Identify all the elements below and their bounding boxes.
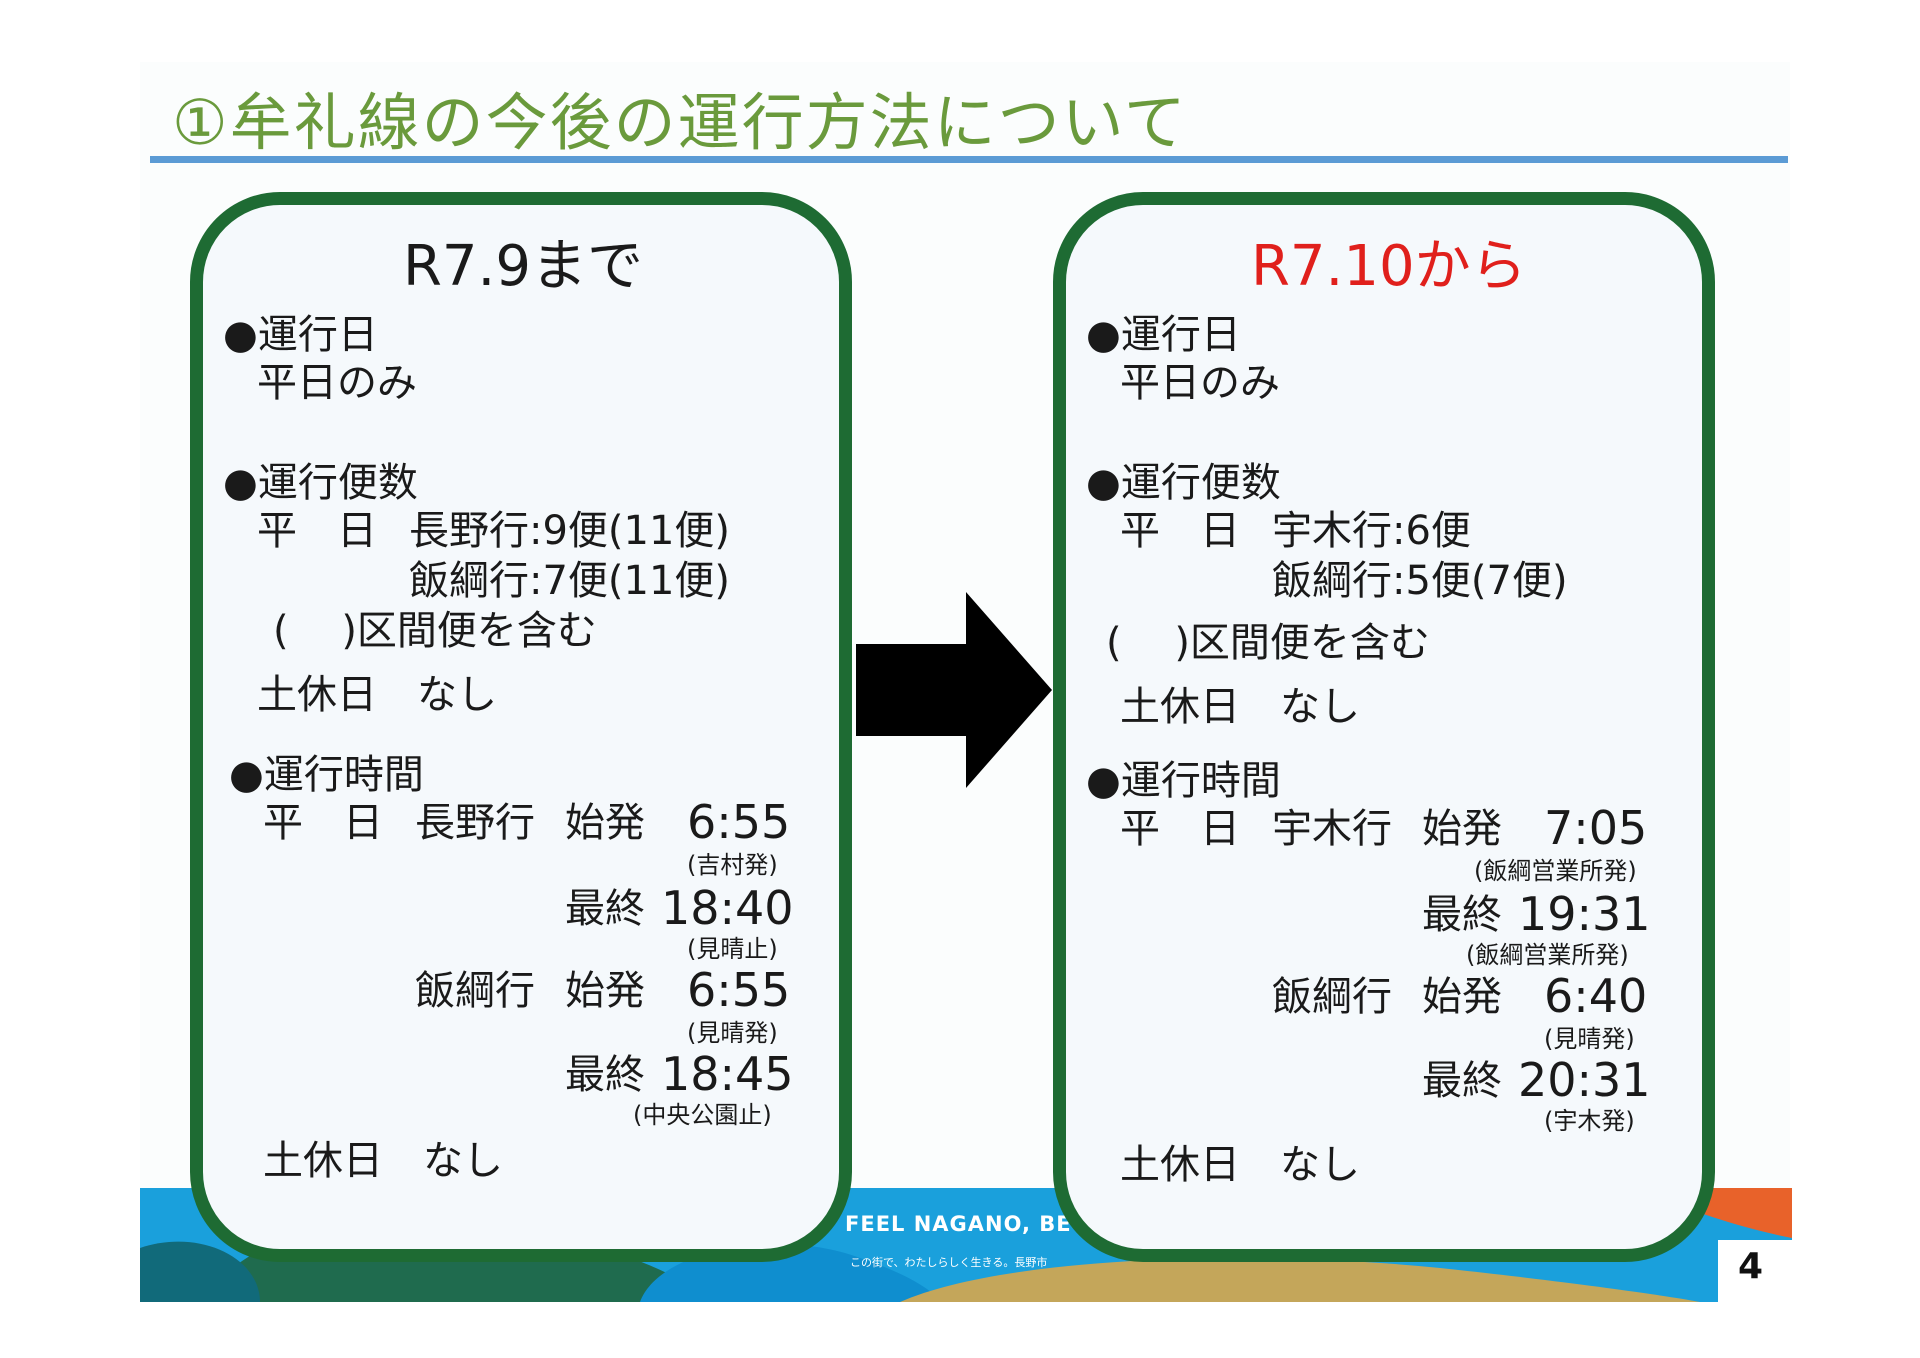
days-label: ●運行日 [223, 312, 378, 358]
dest2-first-label: 始発 [565, 968, 645, 1014]
dest1-last-time: 19:31 [1518, 887, 1651, 941]
time-label: ●運行時間 [229, 752, 424, 798]
dest2-last-time: 18:45 [661, 1047, 794, 1101]
panel-after: R7.10から ●運行日 平日のみ ●運行便数 平 日 宇木行:6便 飯綱行:5… [1053, 192, 1715, 1262]
dest1-last-label: 最終 [565, 886, 645, 932]
time-weekday: 平 日 [263, 800, 383, 846]
days-value: 平日のみ [1120, 360, 1280, 406]
dest1-first-time: 7:05 [1544, 801, 1648, 855]
time-weekend: 土休日 なし [1120, 1142, 1360, 1188]
dest1-first-time: 6:55 [687, 795, 791, 849]
time-weekday: 平 日 [1120, 806, 1240, 852]
days-value: 平日のみ [257, 360, 417, 406]
dest2-name: 飯綱行 [415, 968, 535, 1014]
right-arrow-icon [856, 592, 1052, 788]
page-number-box [1718, 1240, 1794, 1302]
dest1-first-note: (吉村発) [687, 851, 778, 879]
count-weekday: 平 日 [257, 508, 377, 554]
dest1-name: 宇木行 [1272, 806, 1392, 852]
panel-heading: R7.10から [1251, 234, 1527, 299]
dest1-first-label: 始発 [1422, 806, 1502, 852]
dest2-first-note: (見晴発) [1544, 1025, 1635, 1053]
count-weekend: 土休日 なし [1120, 684, 1360, 730]
dest2-last-note: (中央公園止) [633, 1101, 772, 1129]
dest2-first-label: 始発 [1422, 974, 1502, 1020]
count-note: ( )区間便を含む [1106, 620, 1430, 666]
dest2-last-note: (宇木発) [1544, 1107, 1635, 1135]
dest2-last-time: 20:31 [1518, 1053, 1651, 1107]
dest1-last-label: 最終 [1422, 892, 1502, 938]
footer-tagline: この街で、わたしらしく生きる。長野市 [850, 1256, 1048, 1269]
count-weekend: 土休日 なし [257, 672, 497, 718]
count-line-1: 宇木行:6便 [1272, 508, 1471, 554]
page-title: ①牟礼線の今後の運行方法について [172, 86, 1188, 159]
dest1-first-note: (飯綱営業所発) [1474, 857, 1637, 885]
count-line-2: 飯綱行:7便(11便) [409, 558, 731, 604]
count-line-2: 飯綱行:5便(7便) [1272, 558, 1568, 604]
dest2-first-time: 6:40 [1544, 969, 1648, 1023]
dest1-last-note: (見晴止) [687, 935, 778, 963]
time-label: ●運行時間 [1086, 758, 1281, 804]
dest1-first-label: 始発 [565, 800, 645, 846]
dest2-first-note: (見晴発) [687, 1019, 778, 1047]
count-label: ●運行便数 [1086, 460, 1281, 506]
dest2-last-label: 最終 [565, 1052, 645, 1098]
panel-before: R7.9まで ●運行日 平日のみ ●運行便数 平 日 長野行:9便(11便) 飯… [190, 192, 852, 1262]
dest1-last-note: (飯綱営業所発) [1466, 941, 1629, 969]
count-weekday: 平 日 [1120, 508, 1240, 554]
page-number: 4 [1738, 1246, 1764, 1287]
dest2-first-time: 6:55 [687, 963, 791, 1017]
count-line-1: 長野行:9便(11便) [409, 508, 731, 554]
time-weekend: 土休日 なし [263, 1138, 503, 1184]
dest1-name: 長野行 [415, 800, 535, 846]
days-label: ●運行日 [1086, 312, 1241, 358]
title-rule [150, 156, 1788, 163]
panel-heading: R7.9まで [403, 234, 643, 299]
count-note: ( )区間便を含む [273, 608, 597, 654]
count-label: ●運行便数 [223, 460, 418, 506]
dest2-last-label: 最終 [1422, 1058, 1502, 1104]
dest2-name: 飯綱行 [1272, 974, 1392, 1020]
dest1-last-time: 18:40 [661, 881, 794, 935]
